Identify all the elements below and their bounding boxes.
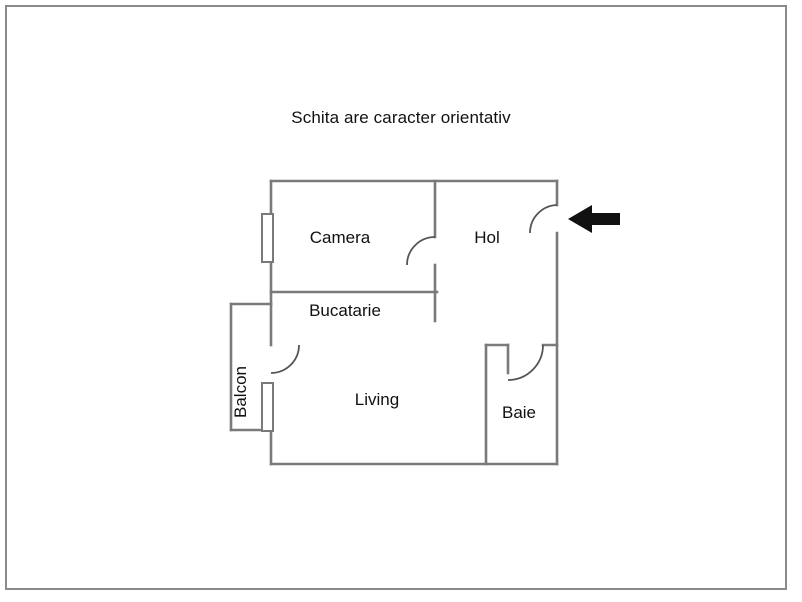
page-title: Schita are caracter orientativ <box>291 108 511 127</box>
entrance-arrow-icon <box>568 205 620 233</box>
door-arc-baie <box>507 344 544 381</box>
room-label-bucatarie: Bucatarie <box>309 301 381 320</box>
page-border-frame <box>5 5 787 590</box>
window-camera-icon <box>261 213 274 263</box>
room-label-balcon: Balcon <box>231 366 250 418</box>
room-label-camera: Camera <box>310 228 371 247</box>
door-arcs-group <box>270 204 558 381</box>
entrance-arrow <box>568 205 620 233</box>
room-label-hol: Hol <box>474 228 500 247</box>
door-arc-camera-hol <box>406 236 436 266</box>
room-label-baie: Baie <box>502 403 536 422</box>
windows-group <box>261 213 274 432</box>
door-arc-balcon-swing <box>270 344 300 374</box>
walls-group <box>229 179 559 466</box>
room-label-living: Living <box>355 390 399 409</box>
door-arc-entrance <box>529 204 558 234</box>
window-living-icon <box>261 382 274 432</box>
